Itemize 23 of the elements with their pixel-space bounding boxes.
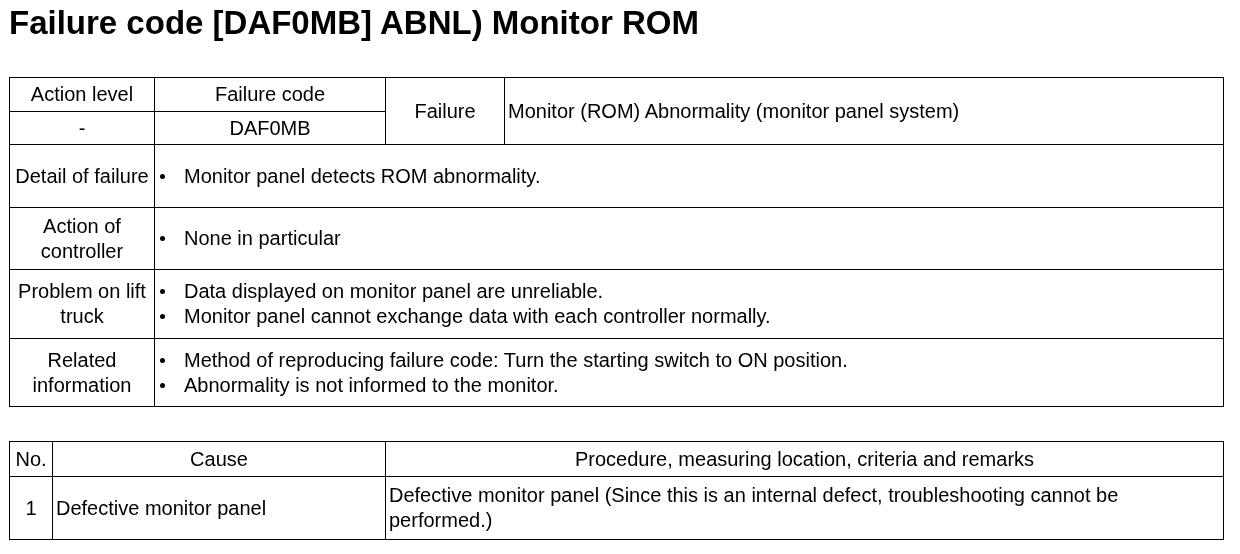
table-cell: -	[10, 112, 155, 145]
cell-text: Data displayed on monitor panel are unreliable.	[184, 279, 604, 304]
cell-text: Monitor panel cannot exchange data with each controller normally.	[184, 304, 771, 329]
table-cell: Action of controller	[10, 208, 155, 270]
cell-text: Method of reproducing failure code: Turn the starting switch to ON position.	[184, 347, 848, 373]
table-cell: Procedure, measuring location, criteria and remarks	[386, 442, 1224, 477]
cell-text: Abnormality is not informed to the monitor.	[184, 372, 559, 398]
table-cell: Action level	[10, 78, 155, 112]
table-cell: Monitor (ROM) Abnormality (monitor panel system)	[505, 78, 1224, 145]
table-cell: No.	[10, 442, 53, 477]
cell-text: None in particular	[184, 226, 341, 251]
table-cell: Defective monitor panel	[53, 477, 386, 540]
table-cell: Related information	[10, 339, 155, 407]
table-cell: Defective monitor panel (Since this is an internal defect, troubleshooting cannot be performed.)	[386, 477, 1224, 540]
table-cell: 1	[10, 477, 53, 540]
table-cell: Cause	[53, 442, 386, 477]
table-cell: Problem on lift truck	[10, 270, 155, 339]
table-cell: Failure	[386, 78, 505, 145]
table-cell: DAF0MB	[155, 112, 386, 145]
table-cell: Detail of failure	[10, 145, 155, 208]
table-cell: Failure code	[155, 78, 386, 112]
cell-text: Monitor panel detects ROM abnormality.	[184, 163, 541, 189]
page-title: Failure code [DAF0MB] ABNL) Monitor ROM	[9, 4, 699, 42]
